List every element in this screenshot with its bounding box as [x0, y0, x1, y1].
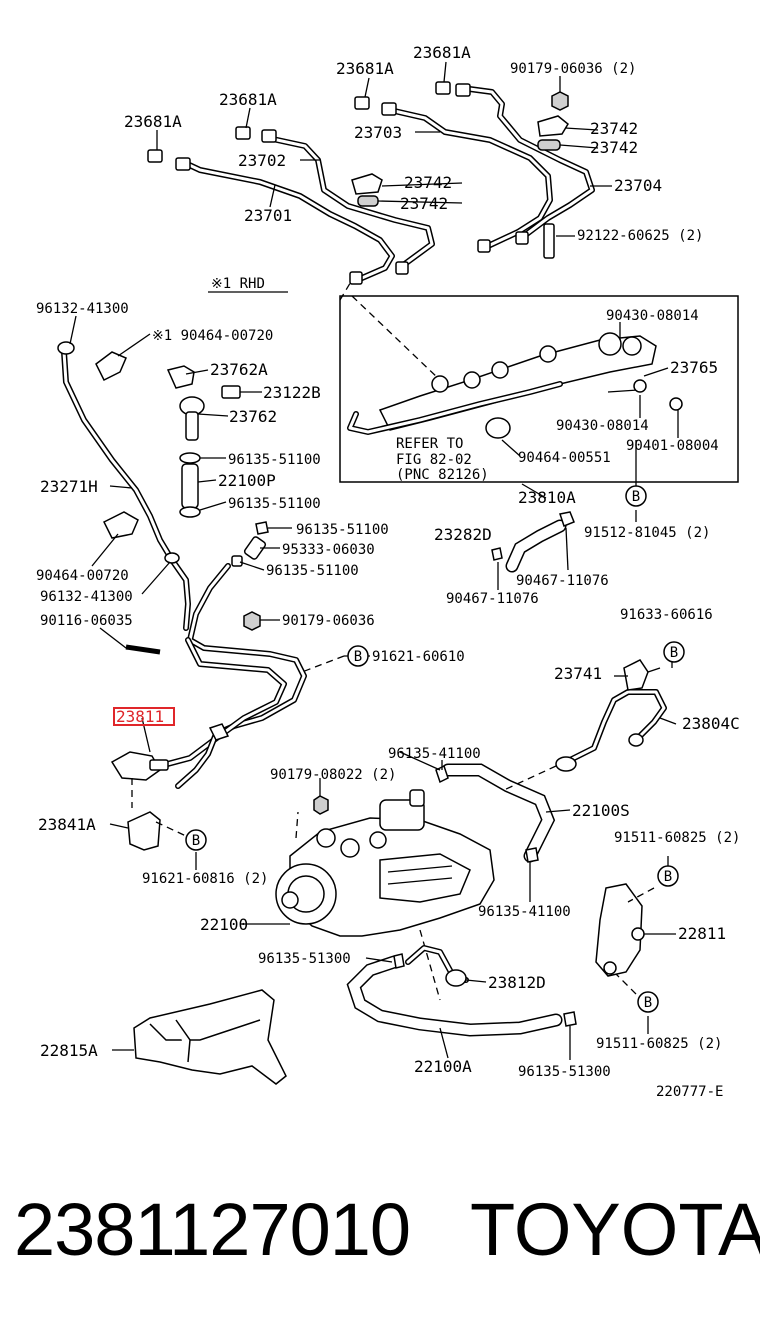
label-22100a: 22100A: [414, 1057, 472, 1076]
label-23702: 23702: [238, 151, 286, 170]
ref-marker-b: B: [637, 991, 659, 1013]
ref-marker-b: B: [625, 485, 647, 507]
label-rhd-note: ※1 RHD: [211, 276, 265, 292]
label-96135-51100: 96135-51100: [228, 496, 321, 512]
left-parts: [57, 341, 269, 655]
label-23742: 23742: [404, 173, 452, 192]
label-23762: 23762: [229, 407, 277, 426]
ref-marker-b: B: [347, 645, 369, 667]
label-96135-51300: 96135-51300: [258, 951, 351, 967]
label-96132-41300: 96132-41300: [40, 589, 133, 605]
label-23742: 23742: [590, 138, 638, 157]
label-23681a: 23681A: [124, 112, 182, 131]
pipe-23811: [110, 563, 307, 851]
part-labels: 23681A 23681A 23681A 23681A 90179-06036 …: [36, 43, 740, 1100]
right-parts: [435, 511, 677, 995]
label-23271h: 23271H: [40, 477, 98, 496]
highlight-box: [113, 707, 175, 726]
cover-22815a: [112, 989, 287, 1085]
label-23811: 23811: [116, 707, 164, 726]
label-23282d: 23282D: [434, 525, 492, 544]
label-22100s: 22100S: [572, 801, 630, 820]
label-23681a: 23681A: [219, 90, 277, 109]
label-22815a: 22815A: [40, 1041, 98, 1060]
ref-marker-b: B: [185, 829, 207, 851]
label-91512-81045: 91512-81045 (2): [584, 525, 710, 541]
svg-text:B: B: [670, 645, 678, 661]
ref-marker-b: B: [657, 865, 679, 887]
label-90467-11076: 90467-11076: [516, 573, 609, 589]
label-90401-08004: 90401-08004: [626, 438, 719, 454]
label-90464-00551: 90464-00551: [518, 450, 611, 466]
label-23804c: 23804C: [682, 714, 740, 733]
injection-pipes: [147, 81, 595, 285]
label-90430-08014: 90430-08014: [556, 418, 649, 434]
svg-text:B: B: [192, 833, 200, 849]
label-91621-60816: 91621-60816 (2): [142, 871, 268, 887]
label-96135-41100: 96135-41100: [478, 904, 571, 920]
hose-22100a: [346, 945, 577, 1060]
label-96135-51100: 96135-51100: [266, 563, 359, 579]
label-23762a: 23762A: [210, 360, 268, 379]
leader-lines-top: [156, 61, 612, 293]
label-23810a: 23810A: [518, 488, 576, 507]
svg-text:B: B: [632, 489, 640, 505]
label-96135-41100: 96135-41100: [388, 746, 481, 762]
label-23765: 23765: [670, 358, 718, 377]
part-number-caption: 2381127010: [14, 1188, 411, 1271]
label-96132-41300: 96132-41300: [36, 301, 129, 317]
label-refer-fig: FIG 82-02: [396, 452, 472, 468]
label-23681a: 23681A: [336, 59, 394, 78]
label-91511-60825: 91511-60825 (2): [614, 830, 740, 846]
injection-pump: [240, 778, 495, 1001]
label-drawing-number: 220777-E: [656, 1084, 723, 1100]
label-95333-06030: 95333-06030: [282, 542, 375, 558]
label-90464-00720: ※1 90464-00720: [152, 328, 273, 344]
label-96135-51100: 96135-51100: [296, 522, 389, 538]
label-23681a: 23681A: [413, 43, 471, 62]
ref-markers: B B B B B B: [185, 485, 685, 1013]
brand-caption: TOYOTA: [470, 1188, 760, 1271]
label-96135-51300: 96135-51300: [518, 1064, 611, 1080]
svg-text:B: B: [644, 995, 652, 1011]
label-23741: 23741: [554, 664, 602, 683]
label-23742: 23742: [590, 119, 638, 138]
label-90430-08014: 90430-08014: [606, 308, 699, 324]
label-23701: 23701: [244, 206, 292, 225]
label-refer-pnc: (PNC 82126): [396, 467, 489, 483]
label-90179-06036-2: 90179-06036 (2): [510, 61, 636, 77]
label-23742: 23742: [400, 194, 448, 213]
label-22100: 22100: [200, 915, 248, 934]
label-91621-60610: 91621-60610: [372, 649, 465, 665]
label-90116-06035: 90116-06035: [40, 613, 133, 629]
label-90179-06036: 90179-06036: [282, 613, 375, 629]
leader-lines-middle: [69, 315, 669, 1034]
label-23841a: 23841A: [38, 815, 96, 834]
ref-marker-b: B: [663, 641, 685, 663]
label-90179-08022: 90179-08022 (2): [270, 767, 396, 783]
label-22811: 22811: [678, 924, 726, 943]
svg-text:B: B: [664, 869, 672, 885]
common-rail-box: [339, 279, 739, 483]
label-90464-00720: 90464-00720: [36, 568, 129, 584]
label-23703: 23703: [354, 123, 402, 142]
label-90467-11076: 90467-11076: [446, 591, 539, 607]
label-96135-51100: 96135-51100: [228, 452, 321, 468]
label-22100p: 22100P: [218, 471, 276, 490]
label-91633-60616: 91633-60616: [620, 607, 713, 623]
label-92122-60625: 92122-60625 (2): [577, 228, 703, 244]
label-23812d: 23812D: [488, 973, 546, 992]
label-23122b: 23122B: [263, 383, 321, 402]
label-23704: 23704: [614, 176, 662, 195]
svg-text:B: B: [354, 649, 362, 665]
label-refer-to: REFER TO: [396, 436, 463, 452]
label-91511-60825: 91511-60825 (2): [596, 1036, 722, 1052]
